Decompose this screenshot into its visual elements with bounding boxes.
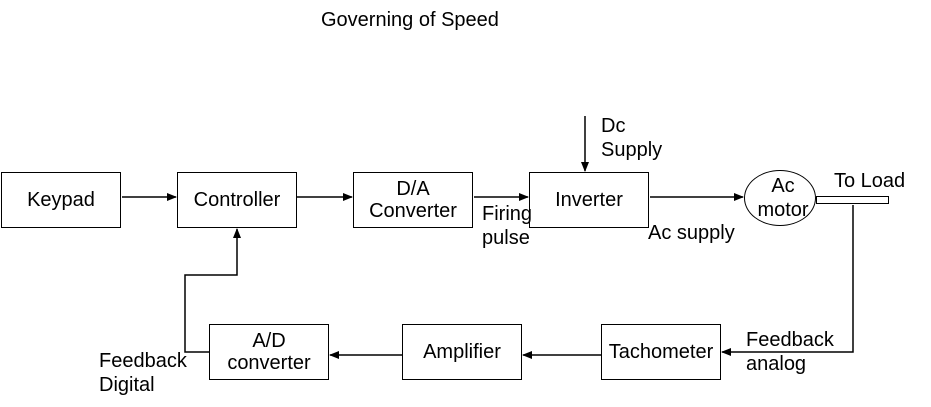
feedback-analog-label: Feedback analog bbox=[746, 329, 834, 375]
diagram-title: Governing of Speed bbox=[321, 9, 499, 31]
ac-motor-label: Ac motor bbox=[757, 175, 809, 221]
keypad-block: Keypad bbox=[1, 172, 121, 228]
tachometer-block: Tachometer bbox=[601, 324, 721, 380]
amplifier-block: Amplifier bbox=[402, 324, 522, 380]
arrow-ad-converter-to-controller bbox=[184, 228, 241, 353]
to-load-label: To Load bbox=[834, 170, 906, 192]
controller-block: Controller bbox=[177, 172, 297, 228]
ac-supply-label: Ac supply bbox=[648, 222, 735, 244]
inverter-block: Inverter bbox=[529, 172, 649, 228]
motor-shaft bbox=[816, 196, 889, 204]
arrow-motor-shaft-to-tachometer bbox=[721, 205, 854, 356]
firing-pulse-label: Firing pulse bbox=[482, 203, 533, 249]
dc-supply-label: Dc Supply bbox=[601, 115, 663, 161]
da-converter-block: D/A Converter bbox=[353, 172, 473, 228]
ac-motor bbox=[744, 170, 816, 226]
feedback-digital-label: Feedback Digital bbox=[99, 350, 187, 396]
ad-converter-block: A/D converter bbox=[209, 324, 329, 380]
